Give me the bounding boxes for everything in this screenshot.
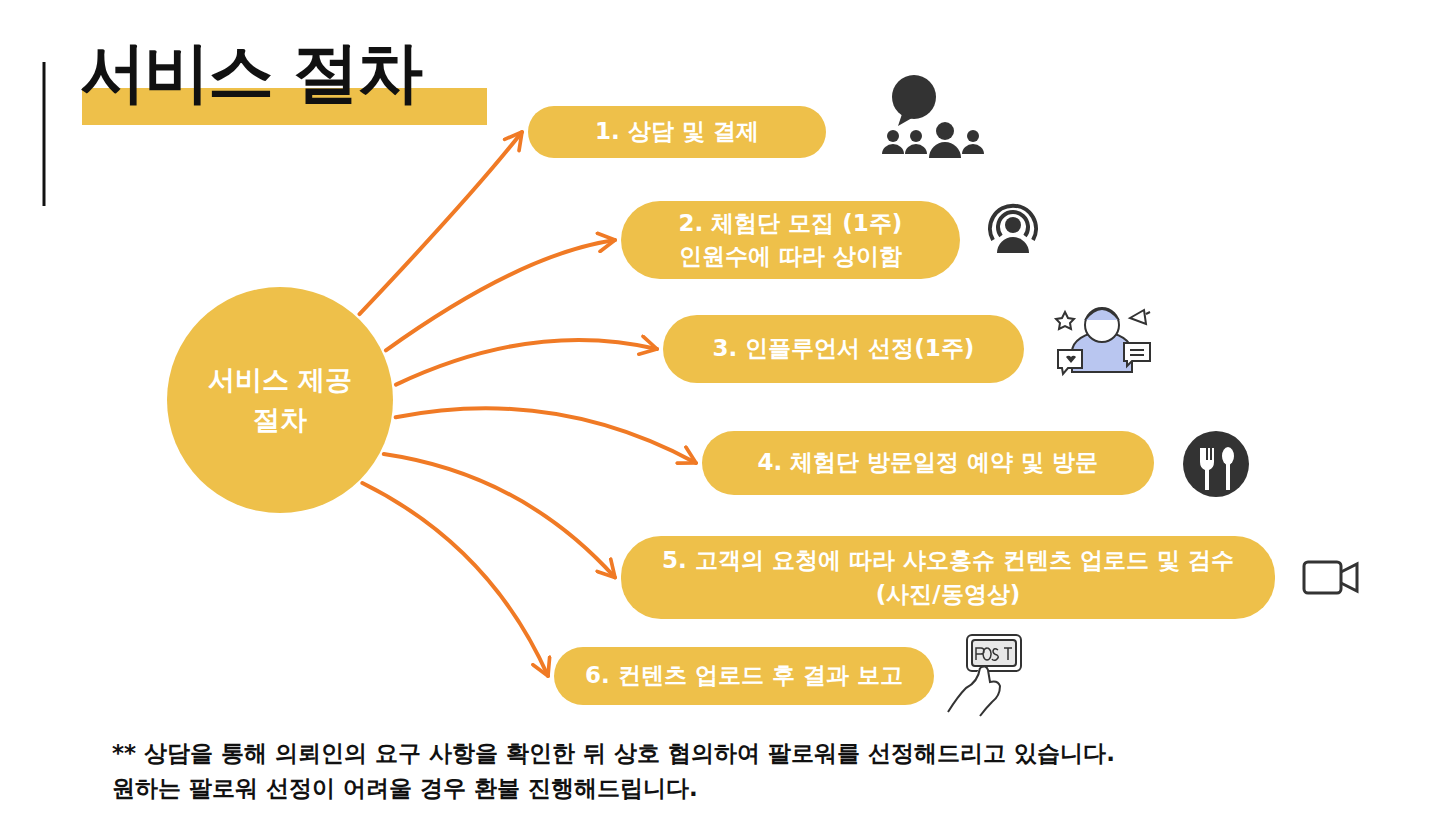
node-text: 서비스 제공절차 [205, 360, 355, 441]
flow-arrow [362, 483, 548, 676]
step-pill: 2. 체험단 모집 (1주)인원수에 따라 상이함 [621, 201, 960, 279]
node-text: 6. 컨텐츠 업로드 후 결과 보고 [585, 659, 903, 692]
page-title: 서비스 절차 [80, 28, 421, 118]
node-text: 2. 체험단 모집 (1주) [679, 207, 903, 240]
node-text: 1. 상담 및 결제 [595, 115, 759, 148]
footnote: 원하는 팔로워 선정이 어려울 경우 환불 진행해드립니다. [112, 773, 698, 804]
node-text: 5. 고객의 요청에 따라 샤오홍슈 컨텐츠 업로드 및 검수 [662, 544, 1234, 577]
dining-icon [1183, 431, 1249, 497]
step-pill: 4. 체험단 방문일정 예약 및 방문 [702, 431, 1154, 495]
side-rule [43, 62, 46, 206]
node-text: 인원수에 따라 상이함 [679, 240, 902, 273]
step-pill: 1. 상담 및 결제 [528, 106, 826, 158]
post-button-icon [948, 635, 1021, 716]
flow-arrow [386, 240, 615, 350]
step-pill: 3. 인플루언서 선정(1주) [663, 315, 1024, 383]
footnote: ** 상담을 통해 의뢰인의 요구 사항을 확인한 뒤 상호 협의하여 팔로워를… [112, 738, 1115, 769]
center-circle: 서비스 제공절차 [167, 287, 393, 513]
people-icon [882, 75, 984, 158]
video-icon [1304, 562, 1357, 593]
step-pill: 6. 컨텐츠 업로드 후 결과 보고 [554, 647, 934, 705]
node-text: 4. 체험단 방문일정 예약 및 방문 [758, 446, 1099, 479]
node-text: 3. 인플루언서 선정(1주) [713, 332, 975, 365]
step-pill: 5. 고객의 요청에 따라 샤오홍슈 컨텐츠 업로드 및 검수(사진/동영상) [621, 536, 1275, 619]
broadcast-icon [990, 206, 1036, 253]
influencer-icon [1056, 308, 1150, 374]
flow-arrow [396, 408, 696, 463]
flow-arrow [360, 132, 523, 314]
flow-arrow [396, 340, 657, 385]
node-text: (사진/동영상) [876, 578, 1020, 611]
